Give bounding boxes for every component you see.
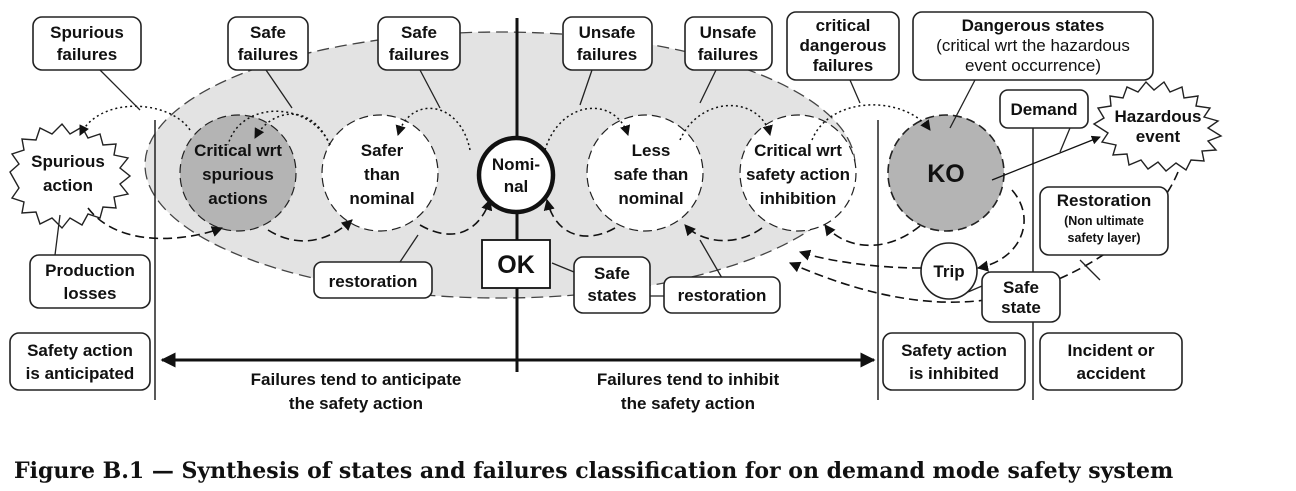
leader-safe-states-ok <box>551 262 575 273</box>
state-less-safe <box>586 114 704 232</box>
leader-unsafe-failures-1 <box>579 69 593 106</box>
arc-safe-failure-2 <box>395 107 471 151</box>
leader-restoration-box <box>1079 259 1101 281</box>
arc-restoration-hazardous <box>788 171 1179 303</box>
leader-demand <box>1059 127 1071 153</box>
safe-state-box <box>981 271 1061 323</box>
leader-critical-dangerous <box>849 79 861 104</box>
safe-failures-box-2 <box>377 16 461 71</box>
unsafe-failures-box-2 <box>684 16 773 71</box>
state-critical-inhibition <box>739 114 857 232</box>
leader-unsafe-failures-2 <box>699 69 717 104</box>
safety-inhibited-box <box>882 332 1026 391</box>
leader-restoration-left <box>399 234 419 263</box>
state-safer-than-nominal <box>321 114 439 232</box>
ko-label: KO <box>927 160 965 188</box>
arc-safer-to-nominal <box>419 198 493 235</box>
arrow-ko-to-hazard <box>991 135 1101 181</box>
restoration-right-label: restoration <box>678 286 767 305</box>
arc-ko-to-trip <box>976 189 1025 272</box>
arc-unsafe-failure-2 <box>679 104 773 141</box>
spurious-action-burst <box>9 122 132 230</box>
unsafe-failures-box-1 <box>562 16 653 71</box>
dangerous-states-box <box>912 11 1154 81</box>
trip-label: Trip <box>933 262 964 281</box>
safe-failures-box-1 <box>227 16 309 71</box>
leader-spurious-failures <box>99 69 141 111</box>
restoration-right-box <box>663 276 781 314</box>
restoration-left-box <box>313 261 433 299</box>
leader-dangerous-states <box>949 79 976 129</box>
arc-critical-dangerous <box>811 104 931 141</box>
spurious-failures-box <box>32 16 142 71</box>
state-ko <box>887 114 1005 232</box>
arc-ko-to-inhibition <box>824 224 921 247</box>
arc-critical-failure <box>227 110 331 146</box>
dangerous-states-label: Dangerous states(critical wrt the hazard… <box>936 16 1130 75</box>
restoration-left-label: restoration <box>329 272 418 291</box>
state-critical-spurious <box>179 114 297 232</box>
safe-states-box <box>573 256 651 314</box>
arc-critical-to-safer <box>267 219 353 242</box>
hazardous-event-burst <box>1092 80 1223 172</box>
production-losses-box <box>29 254 151 309</box>
leader-production-losses <box>54 214 61 256</box>
critical-dangerous-box <box>786 11 900 81</box>
figure-caption: Figure B.1 — Synthesis of states and fai… <box>14 458 1174 484</box>
demand-label: Demand <box>1010 100 1077 119</box>
arc-lessafe-to-nominal <box>543 198 616 237</box>
arc-inhibition-to-lessafe <box>684 224 763 242</box>
leader-safe-state-trip <box>967 285 983 293</box>
nominal-label: Nomi-nal <box>492 155 540 196</box>
leader-safe-failures-1 <box>265 69 293 109</box>
incident-box <box>1039 332 1183 391</box>
leader-safe-failures-2 <box>419 69 441 109</box>
ok-label: OK <box>497 251 535 279</box>
state-nominal <box>476 135 556 215</box>
arc-unsafe-failure-1 <box>544 107 631 151</box>
demand-box <box>999 89 1089 129</box>
leader-restoration-right <box>699 239 723 279</box>
safety-anticipated-box <box>9 332 151 391</box>
restoration-box <box>1039 186 1169 256</box>
arc-trip-to-inhibition <box>798 249 922 269</box>
arc-spurious-to-critical <box>87 207 224 240</box>
ok-box <box>481 239 551 289</box>
